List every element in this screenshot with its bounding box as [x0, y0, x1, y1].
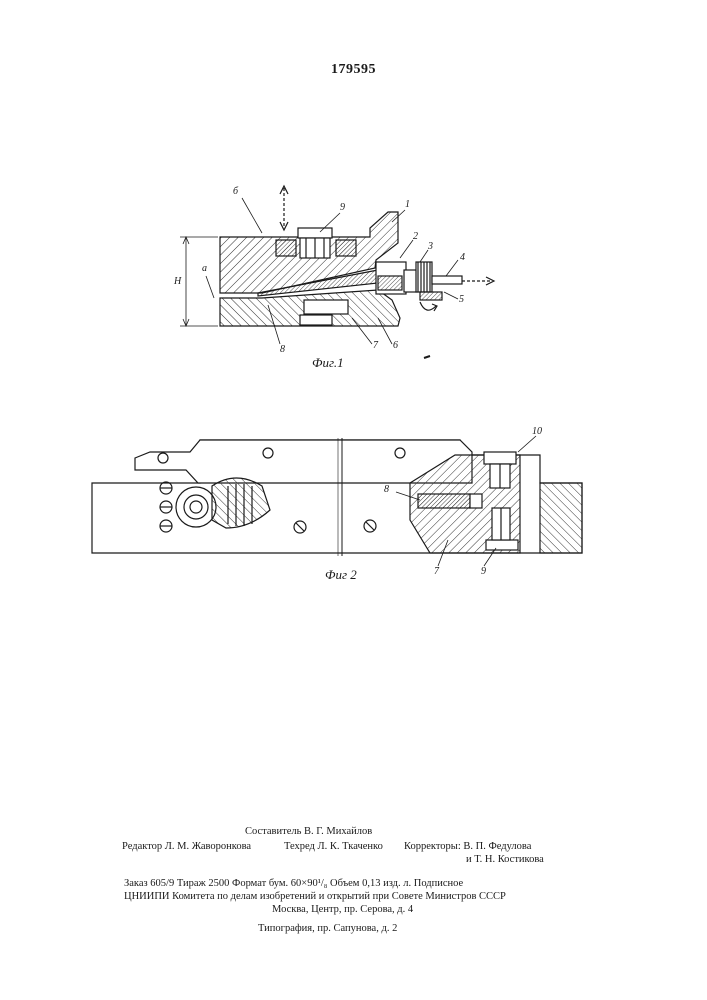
callout-6: 6	[393, 340, 398, 351]
callout-9-fig2: 9	[481, 566, 486, 577]
imprint-correctors-2: и Т. Н. Костикова	[466, 853, 544, 866]
imprint-correctors-1: Корректоры: В. П. Федулова	[404, 840, 531, 853]
imprint-compiler: Составитель В. Г. Михайлов	[245, 825, 372, 838]
callout-10: 10	[532, 426, 542, 437]
imprint-org-line-2: Москва, Центр, пр. Серова, д. 4	[272, 903, 413, 916]
callout-1: 1	[405, 199, 410, 210]
callout-h: Н	[174, 276, 181, 287]
imprint-printer: Типография, пр. Сапунова, д. 2	[258, 922, 397, 935]
callout-a: а	[202, 263, 207, 274]
callout-5: 5	[459, 294, 464, 305]
figure-1	[180, 186, 494, 358]
imprint-editor: Редактор Л. М. Жаворонкова	[122, 840, 251, 853]
callout-3: 3	[428, 241, 433, 252]
callout-2: 2	[413, 231, 418, 242]
figure-2-caption: Фиг 2	[325, 567, 357, 583]
figure-1-caption: Фиг.1	[312, 355, 344, 371]
callout-b: б	[233, 186, 238, 197]
imprint-org-line-1: ЦНИИПИ Комитета по делам изобретений и о…	[124, 890, 506, 903]
imprint-order-line: Заказ 605/9 Тираж 2500 Формат бум. 60×90…	[124, 877, 463, 890]
callout-4: 4	[460, 252, 465, 263]
figure-2	[92, 436, 582, 566]
callout-8: 8	[280, 344, 285, 355]
imprint-techred: Техред Л. К. Ткаченко	[284, 840, 383, 853]
callout-7-fig2: 7	[434, 566, 439, 577]
callout-7: 7	[373, 340, 378, 351]
callout-9: 9	[340, 202, 345, 213]
callout-8-fig2: 8	[384, 484, 389, 495]
